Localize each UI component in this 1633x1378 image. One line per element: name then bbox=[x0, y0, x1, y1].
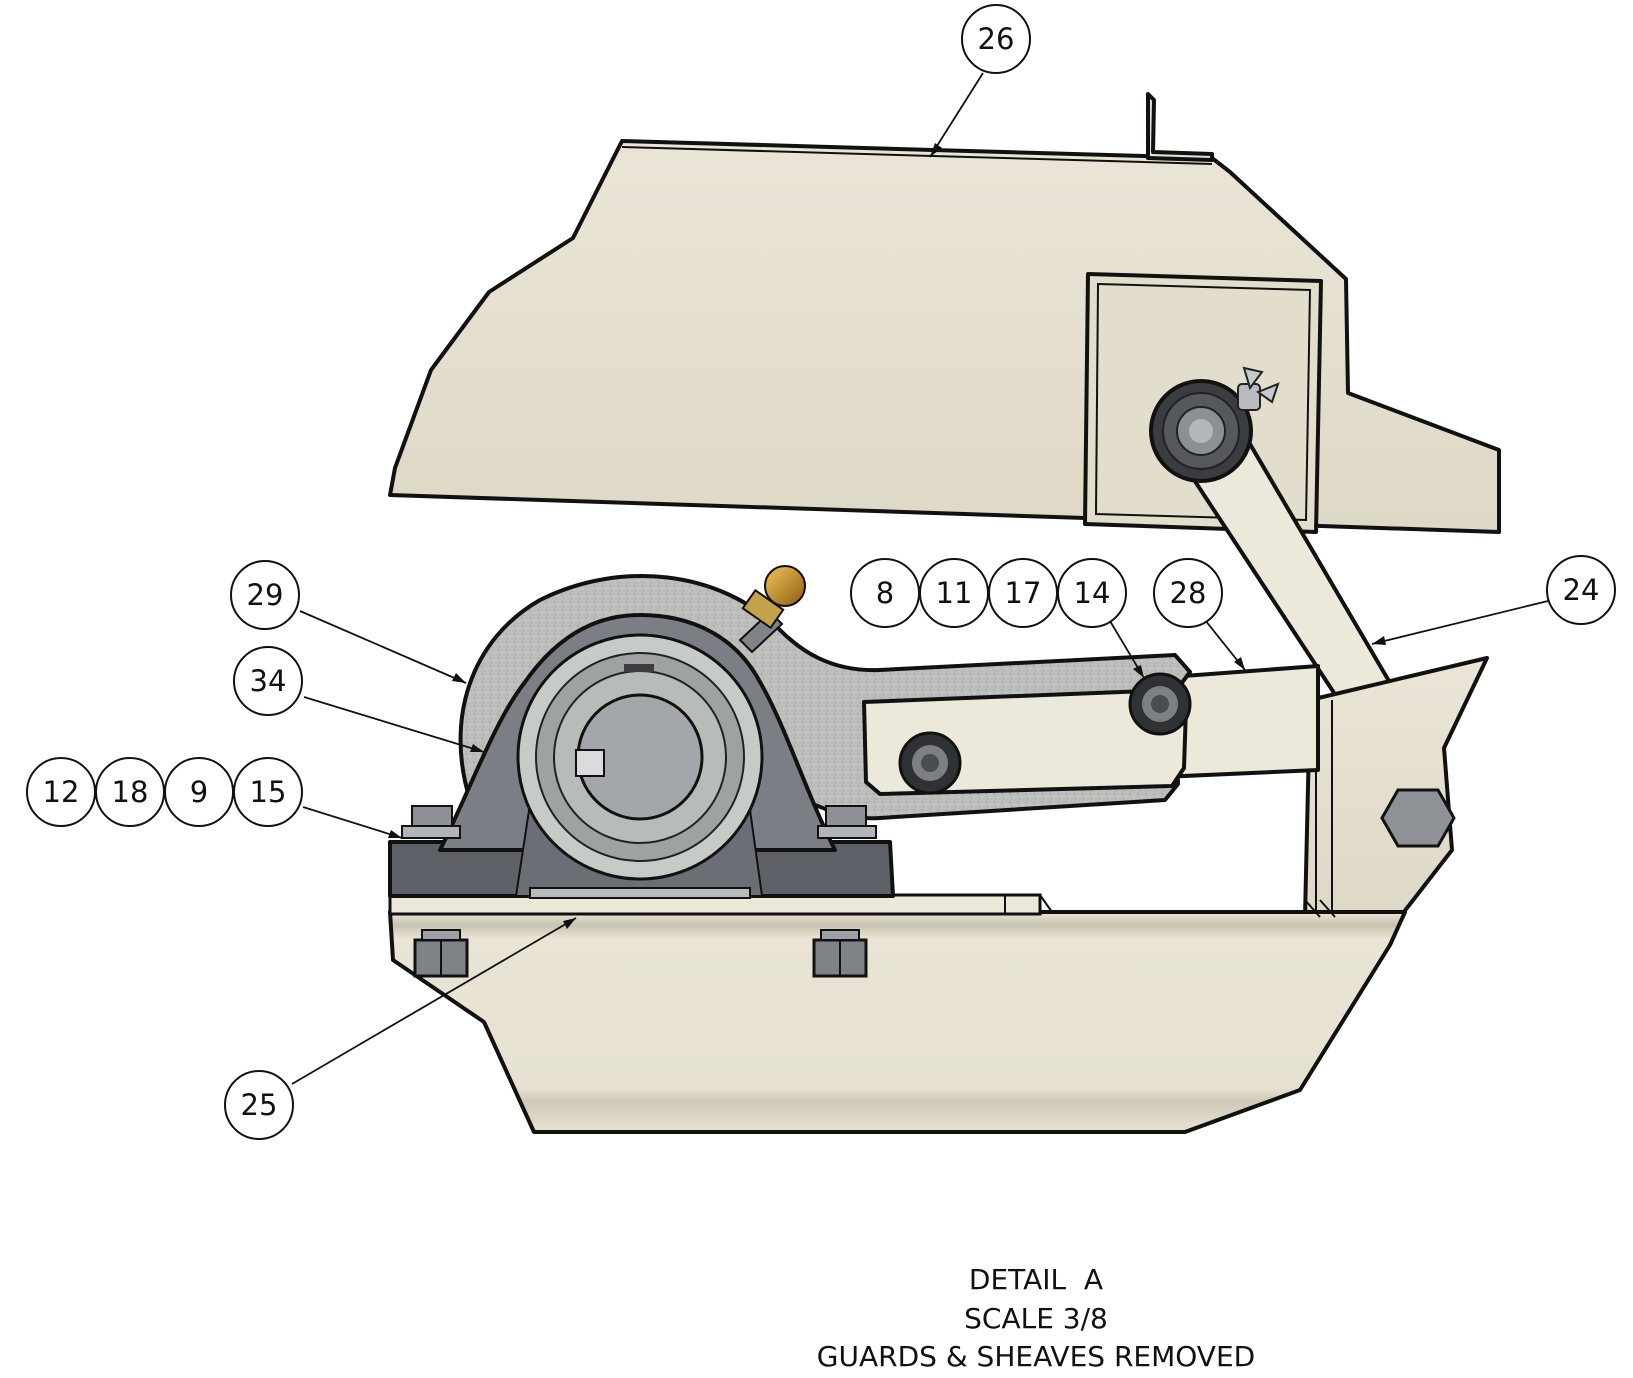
slot-bolt-left bbox=[898, 731, 962, 795]
leader-lines bbox=[291, 72, 1549, 1085]
top-guard-cover bbox=[388, 92, 1501, 534]
svg-text:11: 11 bbox=[936, 576, 973, 610]
svg-text:18: 18 bbox=[112, 775, 149, 809]
balloon-8: 8 bbox=[850, 558, 920, 628]
balloon-12: 12 bbox=[26, 757, 96, 827]
hex-bolt-icon bbox=[1380, 788, 1456, 848]
balloon-24: 24 bbox=[1546, 555, 1616, 625]
caption-note: GUARDS & SHEAVES REMOVED bbox=[817, 1340, 1255, 1373]
svg-text:15: 15 bbox=[250, 775, 287, 809]
pillow-block-bearing bbox=[388, 565, 895, 899]
balloon-18: 18 bbox=[95, 757, 165, 827]
slot-bolt-right bbox=[1128, 672, 1192, 736]
balloon-11: 11 bbox=[919, 558, 989, 628]
detail-caption: DETAIL A SCALE 3/8 GUARDS & SHEAVES REMO… bbox=[817, 1263, 1255, 1373]
svg-text:25: 25 bbox=[241, 1088, 278, 1122]
balloon-9: 9 bbox=[164, 757, 234, 827]
balloon-29: 29 bbox=[230, 560, 300, 630]
balloon-28: 28 bbox=[1153, 558, 1223, 628]
housing-bolt-right bbox=[817, 805, 877, 839]
svg-text:9: 9 bbox=[190, 775, 208, 809]
caption-detail: DETAIL A bbox=[969, 1263, 1103, 1296]
svg-text:8: 8 bbox=[876, 576, 894, 610]
balloon-15: 15 bbox=[233, 757, 303, 827]
balloon-26: 26 bbox=[961, 4, 1031, 74]
svg-text:29: 29 bbox=[247, 578, 284, 612]
balloon-17: 17 bbox=[988, 558, 1058, 628]
svg-text:26: 26 bbox=[978, 22, 1015, 56]
svg-text:34: 34 bbox=[250, 664, 287, 698]
svg-text:12: 12 bbox=[43, 775, 80, 809]
balloon-34: 34 bbox=[233, 646, 303, 716]
tensioner-arm bbox=[1149, 366, 1405, 707]
balloon-14: 14 bbox=[1057, 558, 1127, 628]
svg-text:14: 14 bbox=[1074, 576, 1111, 610]
housing-bolt-left bbox=[401, 805, 461, 839]
wing-nut-icon bbox=[1237, 366, 1280, 411]
caption-scale: SCALE 3/8 bbox=[964, 1302, 1108, 1335]
svg-text:28: 28 bbox=[1170, 576, 1207, 610]
grease-fitting-icon bbox=[738, 565, 806, 654]
balloon-25: 25 bbox=[224, 1070, 294, 1140]
svg-text:17: 17 bbox=[1005, 576, 1042, 610]
base-bolt-right bbox=[812, 929, 868, 978]
base-bolt-left bbox=[413, 929, 469, 978]
svg-text:24: 24 bbox=[1563, 573, 1600, 607]
